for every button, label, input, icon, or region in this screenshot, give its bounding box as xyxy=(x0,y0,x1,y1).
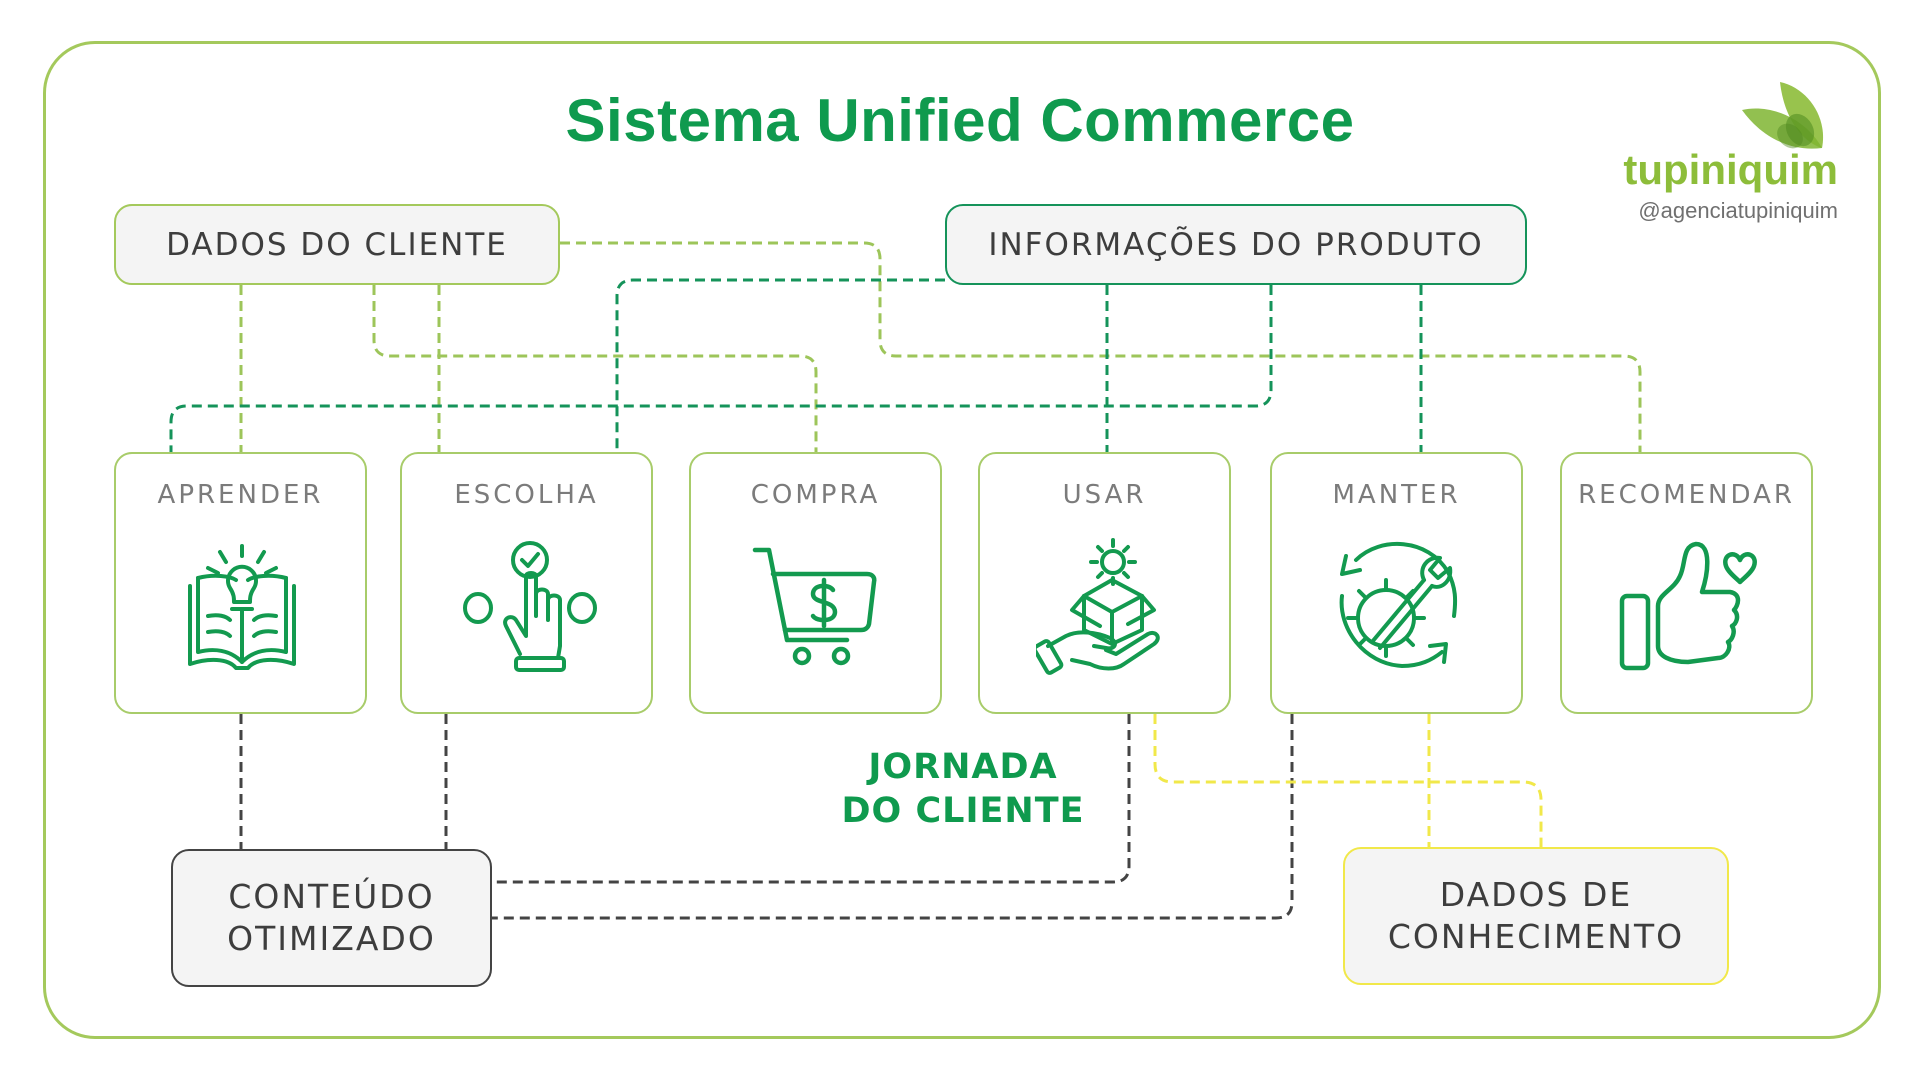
optimized-content-box: CONTEÚDO OTIMIZADO xyxy=(171,849,492,987)
journey-label-line2: DO CLIENTE xyxy=(841,791,1085,831)
diagram-title: Sistema Unified Commerce xyxy=(565,87,1355,154)
stage-card-escolha: ESCOLHA xyxy=(400,452,653,714)
content-connectors xyxy=(239,714,1294,920)
leaf-icon xyxy=(1742,82,1824,149)
knowledge-data-line2: CONHECIMENTO xyxy=(1387,917,1685,956)
thumbs-up-heart-icon xyxy=(1619,541,1757,671)
hand-box-gear-icon xyxy=(1036,538,1160,675)
product-info-box: INFORMAÇÕES DO PRODUTO xyxy=(945,204,1527,285)
connector-usar-conhecimento xyxy=(1153,714,1543,847)
stage-label: RECOMENDAR xyxy=(1578,480,1795,510)
hand-select-icon xyxy=(463,541,597,672)
knowledge-data-line1: DADOS DE xyxy=(1439,875,1633,914)
stage-card-aprender: APRENDER xyxy=(114,452,367,714)
book-lightbulb-icon xyxy=(188,544,296,670)
optimized-content-line1: CONTEÚDO xyxy=(228,877,435,916)
stage-card-usar: USAR xyxy=(978,452,1231,714)
stage-card-manter: MANTER xyxy=(1270,452,1523,714)
connector-produto-escolha xyxy=(615,278,945,452)
stage-label: ESCOLHA xyxy=(454,480,599,510)
stage-label: COMPRA xyxy=(750,480,881,510)
customer-data-connectors xyxy=(239,241,1642,452)
brand-handle: @agenciatupiniquim xyxy=(1638,198,1838,223)
optimized-content-line2: OTIMIZADO xyxy=(227,919,436,958)
shopping-cart-dollar-icon xyxy=(752,547,877,666)
connector-usar-conteudo xyxy=(492,714,1131,884)
journey-label-line1: JORNADA xyxy=(868,747,1058,787)
customer-data-box: DADOS DO CLIENTE xyxy=(114,204,560,285)
diagram-frame xyxy=(43,41,1881,1039)
customer-data-label: DADOS DO CLIENTE xyxy=(166,226,508,263)
stage-card-recomendar: RECOMENDAR xyxy=(1560,452,1813,714)
connector-cliente-recomendar xyxy=(560,241,1642,452)
product-info-label: INFORMAÇÕES DO PRODUTO xyxy=(988,226,1484,263)
knowledge-connectors xyxy=(1153,714,1543,847)
knowledge-data-box: DADOS DE CONHECIMENTO xyxy=(1343,847,1729,985)
gear-wrench-cycle-icon xyxy=(1339,541,1458,668)
connector-manter-conteudo xyxy=(492,714,1294,920)
brand-logo: tupiniquim @agenciatupiniquim xyxy=(1608,78,1838,228)
brand-name: tupiniquim xyxy=(1623,146,1838,193)
connector-produto-aprender xyxy=(169,285,1273,452)
product-info-connectors xyxy=(169,278,1423,452)
stage-label: APRENDER xyxy=(157,480,324,510)
stage-label: USAR xyxy=(1062,480,1147,510)
stage-label: MANTER xyxy=(1332,480,1461,510)
customer-journey-label: JORNADA DO CLIENTE xyxy=(813,745,1113,833)
stage-card-compra: COMPRA xyxy=(689,452,942,714)
